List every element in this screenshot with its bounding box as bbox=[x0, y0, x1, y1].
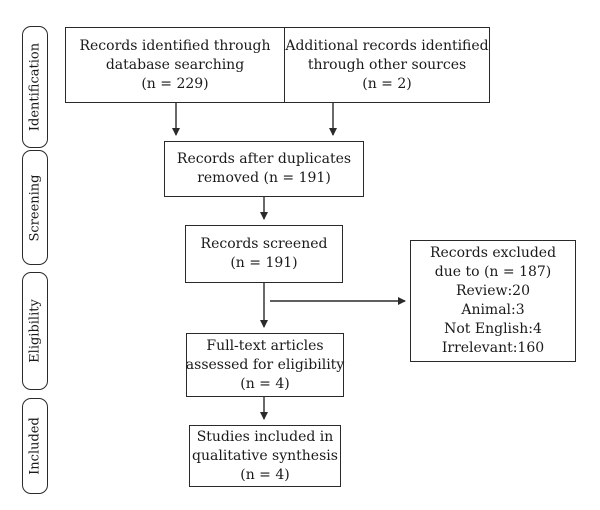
stage-label-eligibility: Eligibility bbox=[22, 272, 48, 390]
box-excluded-line-3: Review:20 bbox=[455, 283, 530, 299]
box-duplicates-line-2: removed (n = 191) bbox=[197, 170, 331, 186]
box-screened-line-1: Records screened bbox=[200, 236, 328, 252]
box-other-sources: Additional records identified through ot… bbox=[284, 27, 490, 103]
box-other-line-3: (n = 2) bbox=[362, 75, 412, 92]
box-included-line-2: qualitative synthesis bbox=[192, 447, 338, 464]
box-excluded-line-2: due to (n = 187) bbox=[434, 264, 552, 280]
box-database-line-3: (n = 229) bbox=[141, 75, 209, 92]
stage-label-identification: Identification bbox=[22, 26, 48, 148]
box-included-line-3: (n = 4) bbox=[240, 466, 290, 483]
stage-label-identification-text: Identification bbox=[27, 42, 43, 132]
box-duplicates-removed: Records after duplicates removed (n = 19… bbox=[164, 141, 364, 197]
stage-label-screening-text: Screening bbox=[27, 173, 43, 242]
box-screened-line-2: (n = 191) bbox=[230, 255, 298, 271]
box-records-excluded: Records excluded due to (n = 187) Review… bbox=[410, 240, 576, 362]
box-excluded-line-5: Not English:4 bbox=[444, 321, 542, 337]
box-full-text-line-1: Full-text articles bbox=[206, 337, 324, 354]
box-studies-included: Studies included in qualitative synthesi… bbox=[189, 425, 341, 487]
box-full-text-line-2: assessed for eligibility bbox=[185, 356, 345, 373]
box-other-line-2: through other sources bbox=[307, 56, 467, 73]
box-duplicates-line-1: Records after duplicates bbox=[176, 151, 352, 167]
stage-label-eligibility-text: Eligibility bbox=[27, 299, 43, 363]
box-full-text-assessed: Full-text articles assessed for eligibil… bbox=[186, 333, 344, 397]
box-included-line-1: Studies included in bbox=[196, 428, 334, 445]
stage-label-included: Included bbox=[22, 398, 48, 494]
box-excluded-line-4: Animal:3 bbox=[461, 302, 525, 318]
box-other-line-1: Additional records identified bbox=[285, 37, 489, 54]
stage-label-included-text: Included bbox=[27, 417, 43, 475]
box-excluded-line-6: Irrelevant:160 bbox=[441, 340, 545, 356]
box-full-text-line-3: (n = 4) bbox=[240, 375, 290, 392]
box-database-line-1: Records identified through bbox=[79, 37, 271, 54]
stage-label-screening: Screening bbox=[22, 150, 48, 265]
box-excluded-line-1: Records excluded bbox=[429, 245, 557, 261]
box-database-records: Records identified through database sear… bbox=[65, 27, 285, 103]
box-database-line-2: database searching bbox=[105, 56, 245, 73]
box-records-screened: Records screened (n = 191) bbox=[185, 225, 343, 283]
